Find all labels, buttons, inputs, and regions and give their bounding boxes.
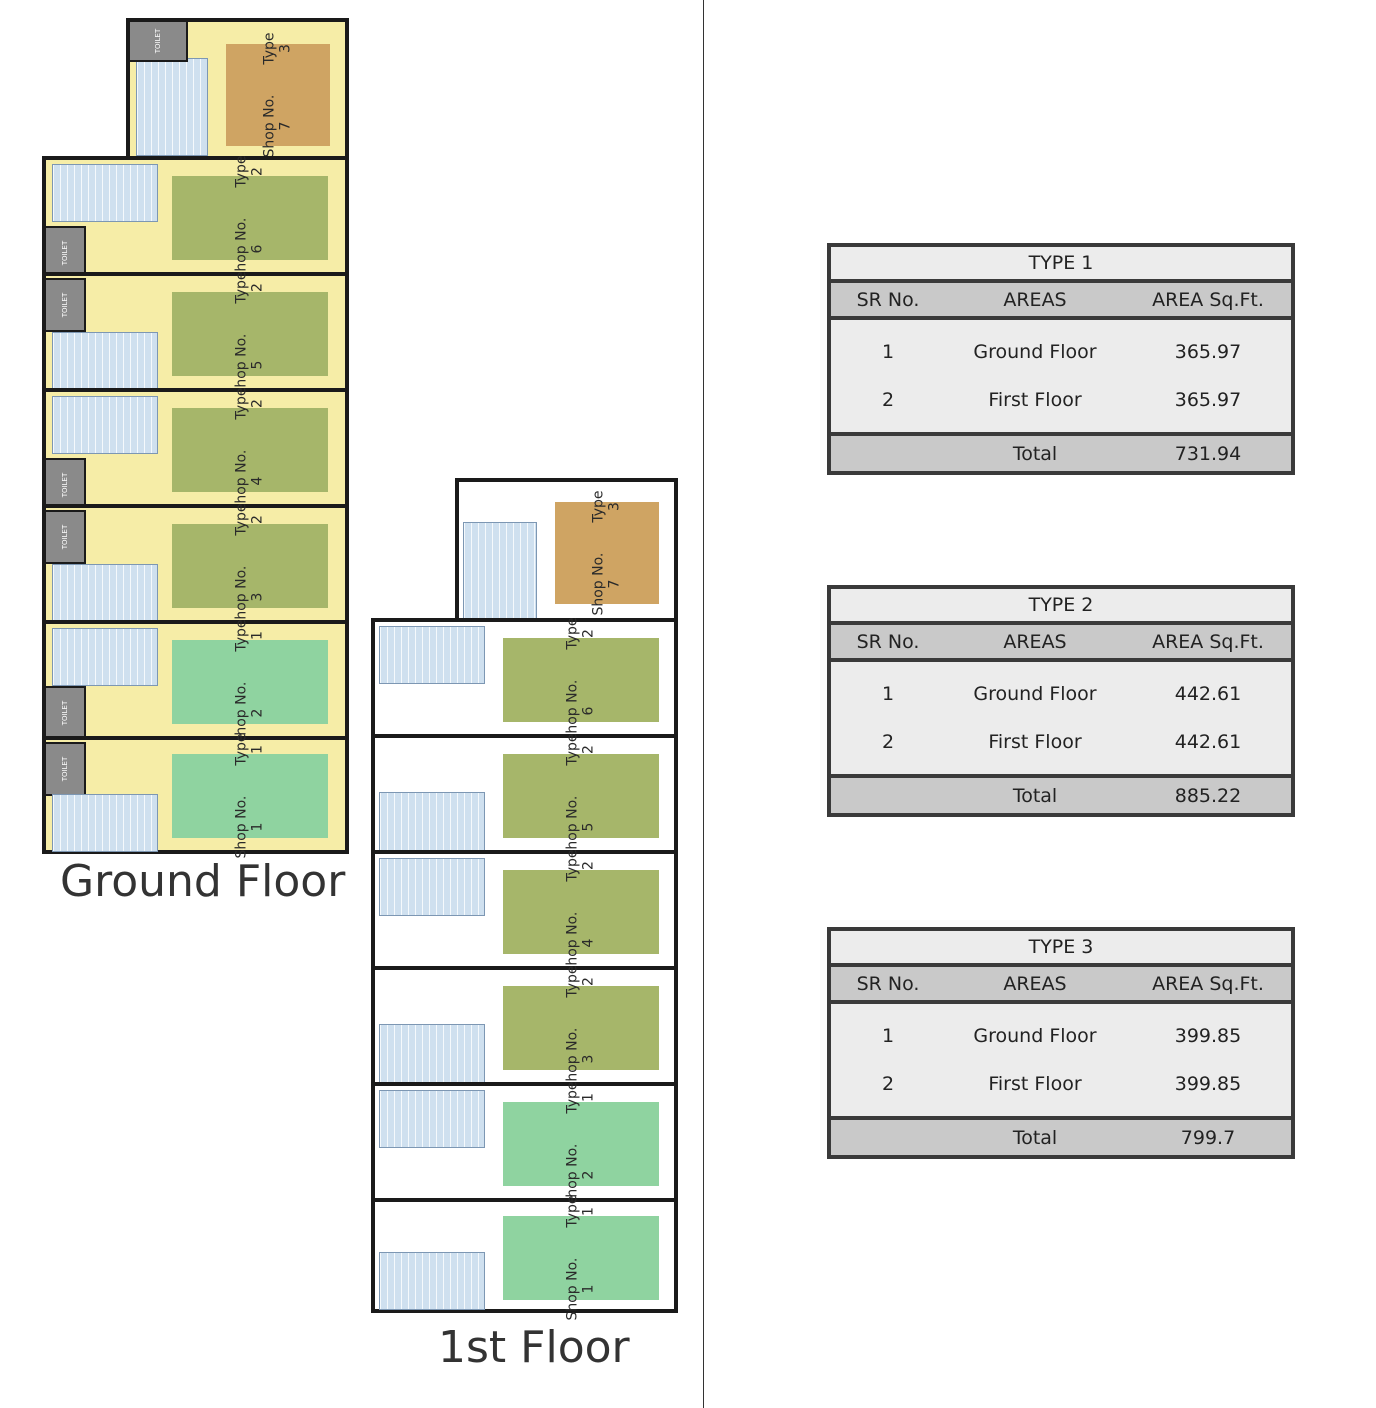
staircase <box>379 1252 485 1310</box>
toilet: TOILET <box>44 510 86 564</box>
table-row: 2 First Floor 399.85 <box>881 1073 1242 1095</box>
header-areas: AREAS <box>1003 630 1067 653</box>
table-title: TYPE 1 <box>831 247 1291 283</box>
total-value: 885.22 <box>1174 784 1242 807</box>
total-label: Total <box>1012 442 1058 465</box>
staircase <box>379 858 485 916</box>
staircase <box>52 794 158 852</box>
table-header: SR No. AREAS AREA Sq.Ft. <box>831 283 1291 320</box>
first-floor-title: 1st Floor <box>438 1322 630 1373</box>
table-row: 2 First Floor 442.61 <box>881 731 1242 753</box>
header-sqft: AREA Sq.Ft. <box>1152 972 1264 995</box>
staircase <box>52 564 158 622</box>
total-value: 799.7 <box>1180 1126 1236 1149</box>
staircase <box>379 1090 485 1148</box>
table-total-row: Total 731.94 <box>831 432 1291 471</box>
toilet: TOILET <box>128 20 188 62</box>
table-row: 1 Ground Floor 442.61 <box>881 683 1242 705</box>
staircase <box>379 626 485 684</box>
table-title: TYPE 3 <box>831 931 1291 967</box>
header-sr: SR No. <box>856 288 920 311</box>
toilet: TOILET <box>44 226 86 280</box>
header-sqft: AREA Sq.Ft. <box>1152 630 1264 653</box>
table-header: SR No. AREAS AREA Sq.Ft. <box>831 625 1291 662</box>
table-title: TYPE 2 <box>831 589 1291 625</box>
table-row: 1 Ground Floor 399.85 <box>881 1025 1242 1047</box>
toilet: TOILET <box>44 686 86 740</box>
staircase <box>379 1024 485 1084</box>
header-areas: AREAS <box>1003 972 1067 995</box>
total-label: Total <box>1012 784 1058 807</box>
staircase <box>52 628 158 686</box>
staircase <box>52 396 158 454</box>
staircase <box>52 164 158 222</box>
table-row: 2 First Floor 365.97 <box>881 389 1242 411</box>
staircase <box>463 522 537 620</box>
area-table-type-2: TYPE 2 SR No. AREAS AREA Sq.Ft. 1 Ground… <box>827 585 1295 817</box>
staircase <box>379 792 485 852</box>
area-table-type-1: TYPE 1 SR No. AREAS AREA Sq.Ft. 1 Ground… <box>827 243 1295 475</box>
header-sr: SR No. <box>856 630 920 653</box>
toilet: TOILET <box>44 278 86 332</box>
divider-line <box>703 0 704 1408</box>
staircase <box>136 58 208 156</box>
header-sqft: AREA Sq.Ft. <box>1152 288 1264 311</box>
table-row: 1 Ground Floor 365.97 <box>881 341 1242 363</box>
total-label: Total <box>1012 1126 1058 1149</box>
ground-floor-title: Ground Floor <box>60 856 346 907</box>
header-areas: AREAS <box>1003 288 1067 311</box>
header-sr: SR No. <box>856 972 920 995</box>
total-value: 731.94 <box>1174 442 1242 465</box>
area-table-type-3: TYPE 3 SR No. AREAS AREA Sq.Ft. 1 Ground… <box>827 927 1295 1159</box>
table-total-row: Total 799.7 <box>831 1116 1291 1155</box>
toilet: TOILET <box>44 742 86 796</box>
staircase <box>52 332 158 390</box>
table-header: SR No. AREAS AREA Sq.Ft. <box>831 967 1291 1004</box>
table-total-row: Total 885.22 <box>831 774 1291 813</box>
